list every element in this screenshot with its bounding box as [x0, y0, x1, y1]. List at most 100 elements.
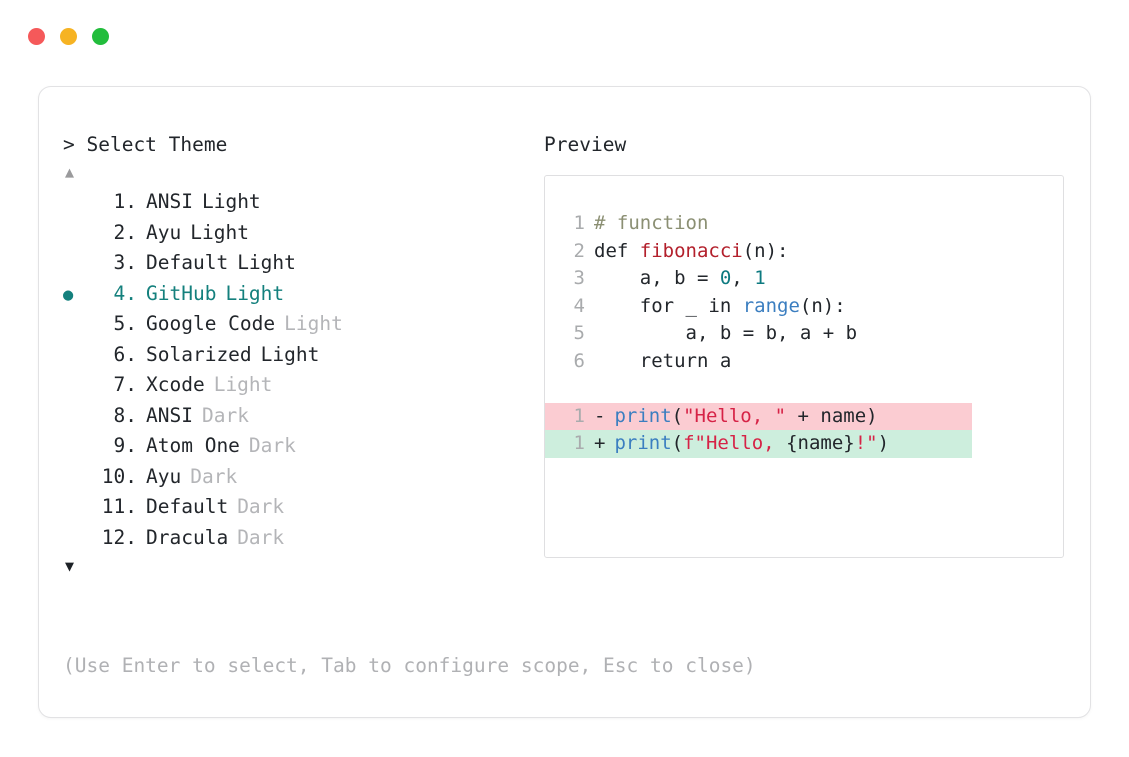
code-line-number: 2: [573, 239, 585, 262]
theme-item-name: Xcode: [146, 373, 205, 396]
code-token-plain: (: [671, 432, 684, 454]
code-token-plain: ): [877, 432, 890, 454]
code-token-comment: # function: [594, 212, 709, 234]
theme-item-variant: Light: [201, 190, 261, 213]
maximize-window-button[interactable]: [92, 28, 109, 45]
theme-item-variant: Dark: [201, 403, 249, 427]
theme-item-name: GitHub: [146, 281, 217, 305]
theme-item-name: Ayu: [146, 464, 182, 488]
theme-item-index: 11.: [101, 495, 137, 518]
code-token-builtin: print: [614, 404, 672, 427]
minimize-window-button[interactable]: [60, 28, 77, 45]
code-token-builtin: print: [614, 432, 672, 454]
diff-line-number: 1: [573, 432, 585, 454]
theme-item-index: 5.: [113, 312, 137, 335]
code-line: 5 a, b = b, a + b: [545, 320, 1063, 348]
theme-item-variant: Light: [284, 312, 343, 335]
code-line-text: # function: [585, 210, 708, 238]
code-gap: [545, 375, 1063, 403]
scroll-up-icon[interactable]: ▲: [65, 163, 75, 181]
code-line-text: return a: [585, 348, 732, 376]
theme-item-index: 4.: [113, 281, 137, 305]
code-line-number: 4: [573, 294, 585, 317]
code-token-plain: return a: [594, 349, 732, 372]
window-traffic-lights: [28, 28, 109, 45]
theme-item-variant: Light: [213, 373, 273, 396]
theme-item-variant: Dark: [190, 464, 238, 488]
code-token-number: 1: [754, 267, 766, 289]
theme-item-name: Default: [146, 251, 229, 274]
preview-label: Preview: [544, 133, 627, 156]
code-token-plain: ,: [731, 267, 755, 289]
code-token-string: f"Hello,: [683, 432, 787, 454]
theme-item-name: Ayu: [146, 220, 182, 244]
theme-item-index: 7.: [113, 373, 137, 396]
code-line-text: a, b = 0, 1: [585, 265, 766, 293]
diff-line-text: print("Hello, " + name): [614, 403, 877, 431]
theme-item-index: 12.: [101, 525, 137, 549]
theme-item-index: 9.: [113, 434, 137, 457]
diff-line-del: 1-print("Hello, " + name): [545, 402, 972, 431]
code-token-builtin: range: [742, 294, 800, 317]
theme-list-item[interactable]: 2. Ayu Light: [63, 218, 533, 249]
scroll-down-icon[interactable]: ▼: [65, 557, 75, 575]
code-line-text: def fibonacci(n):: [585, 238, 788, 266]
code-line: 4 for _ in range(n):: [545, 293, 1063, 321]
diff-sign: +: [594, 432, 606, 454]
code-line: 1 # function: [545, 210, 1063, 238]
code-token-plain: {name}: [786, 432, 855, 454]
theme-item-variant: Light: [260, 342, 320, 366]
code-line-text: for _ in range(n):: [585, 293, 846, 321]
diff-sample: 1-print("Hello, " + name)1+print(f"Hello…: [545, 402, 1063, 458]
theme-item-name: Dracula: [146, 525, 229, 549]
theme-item-variant: Dark: [237, 495, 285, 518]
diff-line-number: 1: [573, 404, 585, 427]
code-token-plain: (: [671, 404, 684, 427]
theme-list-item[interactable]: 8. ANSI Dark: [63, 401, 533, 432]
code-line-number: 5: [573, 322, 585, 344]
prompt-label: > Select Theme: [63, 133, 228, 156]
code-token-number: 0: [719, 267, 732, 289]
diff-line-text: print(f"Hello, {name}!"): [614, 430, 889, 458]
code-token-plain: for _ in: [594, 294, 743, 317]
theme-item-index: 2.: [113, 220, 137, 244]
theme-list-item[interactable]: 7. Xcode Light: [63, 370, 533, 401]
code-line-number: 3: [573, 267, 585, 289]
selected-bullet-icon: ●: [63, 284, 74, 305]
code-line-number: 1: [573, 212, 585, 234]
code-token-string: "Hello, ": [683, 404, 787, 427]
theme-item-index: 6.: [113, 342, 137, 366]
theme-list-item[interactable]: ● 4. GitHub Light: [63, 279, 533, 310]
theme-item-variant: Light: [225, 281, 285, 305]
code-token-plain: a, b =: [594, 267, 720, 289]
code-token-keyword: def: [594, 239, 640, 262]
code-token-plain: + name): [786, 404, 878, 427]
code-line: 3 a, b = 0, 1: [545, 265, 1063, 293]
theme-item-index: 8.: [113, 403, 137, 427]
close-window-button[interactable]: [28, 28, 45, 45]
theme-list-item[interactable]: 12. Dracula Dark: [63, 523, 533, 554]
theme-item-name: Solarized: [146, 342, 252, 366]
theme-item-variant: Light: [190, 220, 249, 244]
theme-item-index: 1.: [113, 190, 137, 213]
theme-item-variant: Dark: [237, 525, 285, 549]
code-token-plain: (n):: [799, 294, 846, 317]
code-line-text: a, b = b, a + b: [585, 320, 858, 348]
code-token-string: !": [854, 432, 878, 454]
code-token-plain: a, b = b, a + b: [594, 322, 858, 344]
theme-item-name: ANSI: [146, 403, 193, 427]
theme-list-item[interactable]: 6. Solarized Light: [63, 340, 533, 371]
diff-sign: -: [594, 404, 606, 427]
